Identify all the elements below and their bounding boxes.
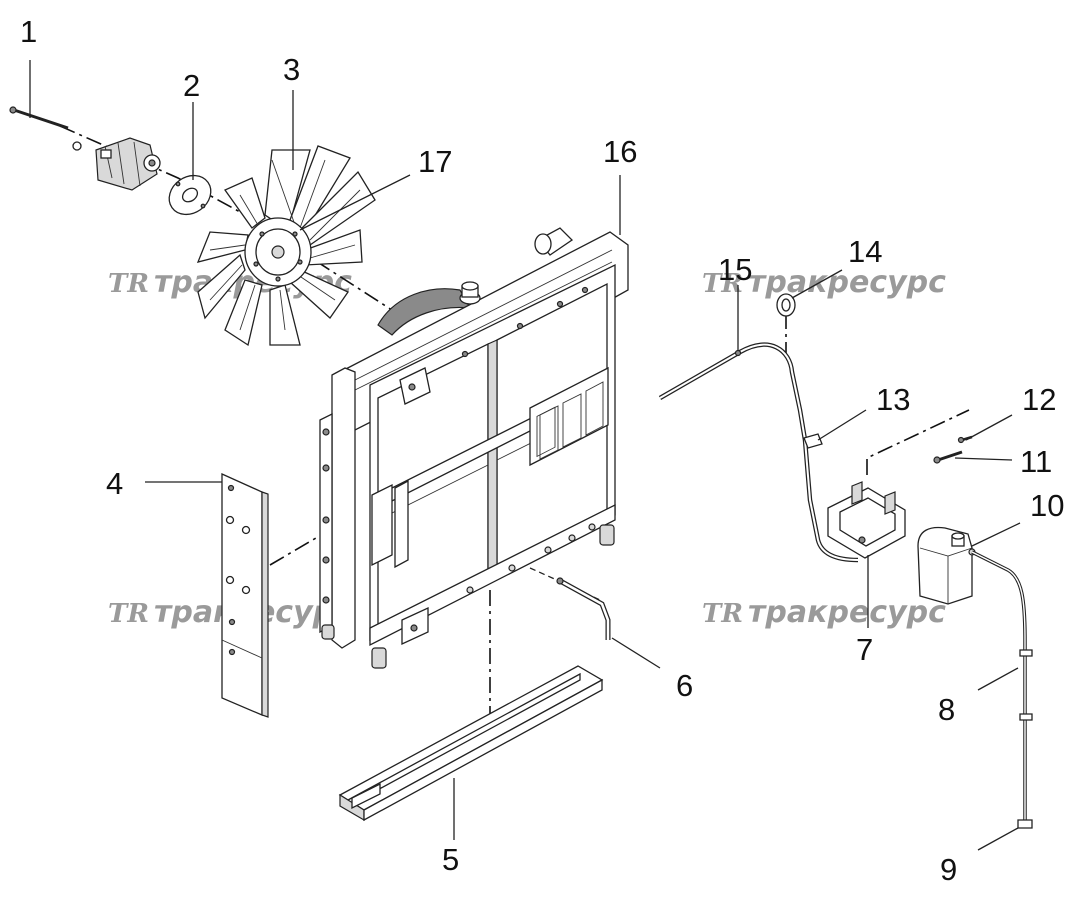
- hose-part-15: [658, 342, 859, 563]
- expansion-tank-part-10: [917, 526, 976, 605]
- callout-12: 12: [1022, 382, 1056, 417]
- callout-1: 1: [20, 14, 37, 49]
- watermark-2: TR тракресурс: [702, 265, 946, 300]
- callout-11: 11: [1020, 444, 1052, 479]
- bolt-part-1: [9, 106, 69, 130]
- callout-5: 5: [442, 842, 459, 877]
- drain-tube-part-6: [529, 567, 611, 640]
- callout-17: 17: [418, 144, 452, 179]
- watermark-4: TR тракресурс: [702, 595, 946, 630]
- gasket-part-2: [168, 174, 212, 216]
- watermark-text: тракресурс: [748, 595, 946, 630]
- callout-16: 16: [603, 134, 637, 169]
- fan-part-3: [196, 145, 376, 347]
- bracket-part-7: [827, 481, 906, 559]
- clamp-part-14: [776, 293, 796, 317]
- callout-4: 4: [106, 466, 123, 501]
- callout-9: 9: [940, 852, 957, 887]
- overflow-hose-part-8: [971, 550, 1033, 822]
- hose-clip-part-9: [1017, 819, 1033, 829]
- watermark-logo: TR: [702, 269, 743, 299]
- callout-7: 7: [856, 632, 873, 667]
- callout-labels: 1 2 3 4 5 6 7 8 9 10 11 12 13 14 15 16 1…: [20, 14, 1064, 887]
- bolt-part-11: [933, 450, 963, 464]
- callout-6: 6: [676, 668, 693, 703]
- hydraulic-pump: [72, 137, 161, 191]
- leader-lines: [29, 60, 1021, 851]
- callout-14: 14: [848, 234, 882, 269]
- watermark-logo: TR: [108, 269, 149, 299]
- callout-8: 8: [938, 692, 955, 727]
- callout-3: 3: [283, 52, 300, 87]
- callout-13: 13: [876, 382, 910, 417]
- skid-bar-part-5: [338, 665, 604, 822]
- callout-2: 2: [183, 68, 200, 103]
- callout-15: 15: [718, 252, 752, 287]
- callout-10: 10: [1030, 488, 1064, 523]
- watermark-logo: TR: [108, 599, 149, 629]
- radiator-part-16: [319, 227, 629, 669]
- side-plate-part-4: [221, 472, 269, 718]
- watermark-text: тракресурс: [748, 265, 946, 300]
- watermark-logo: TR: [702, 599, 743, 629]
